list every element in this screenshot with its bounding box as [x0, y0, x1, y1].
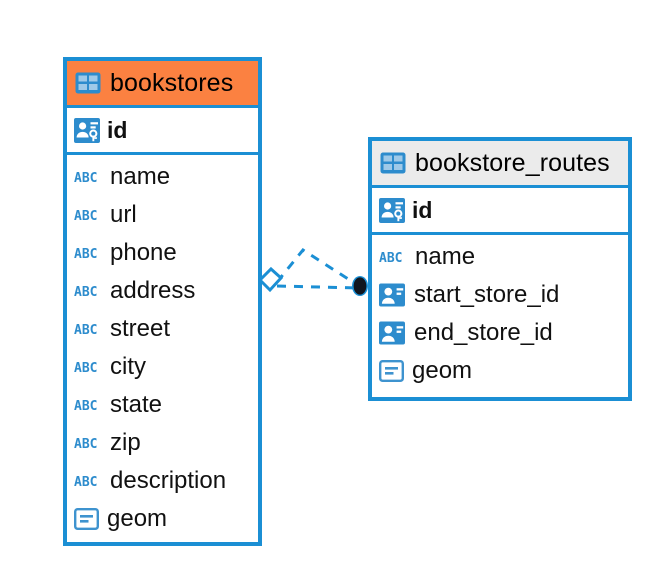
- field-label: name: [110, 163, 171, 190]
- field-row-geom[interactable]: geom: [67, 500, 258, 538]
- relationship-line-upper: [275, 248, 360, 288]
- field-row-name[interactable]: ABC name: [372, 238, 628, 276]
- field-label: geom: [107, 505, 168, 532]
- text-type-icon: ABC: [74, 397, 102, 414]
- primary-key-section: id: [67, 108, 258, 155]
- text-type-icon: ABC: [379, 249, 407, 266]
- text-type-icon: ABC: [74, 435, 102, 452]
- text-type-icon: ABC: [74, 359, 102, 376]
- filled-dot-marker: [352, 276, 368, 296]
- svg-text:ABC: ABC: [74, 361, 97, 375]
- svg-text:ABC: ABC: [74, 437, 97, 451]
- fields-section-bookstore-routes: ABC name start_store_id: [372, 235, 628, 390]
- text-type-icon: ABC: [74, 169, 102, 186]
- geometry-type-icon: [379, 360, 405, 383]
- svg-text:ABC: ABC: [74, 209, 97, 223]
- entity-title: bookstore_routes: [415, 148, 610, 177]
- entity-header-bookstore-routes[interactable]: bookstore_routes: [372, 141, 628, 188]
- field-row-geom[interactable]: geom: [372, 352, 628, 390]
- text-type-icon: ABC: [74, 207, 102, 224]
- field-label: description: [110, 467, 227, 494]
- svg-text:ABC: ABC: [379, 251, 402, 265]
- field-row-description[interactable]: ABC description: [67, 462, 258, 500]
- table-icon: [380, 152, 406, 174]
- field-label: zip: [110, 429, 141, 456]
- field-row-end-store-id[interactable]: end_store_id: [372, 314, 628, 352]
- svg-text:ABC: ABC: [74, 285, 97, 299]
- text-type-icon: ABC: [74, 283, 102, 300]
- field-row-url[interactable]: ABC url: [67, 196, 258, 234]
- field-label: city: [110, 353, 146, 380]
- primary-key-section: id: [372, 188, 628, 235]
- field-row-address[interactable]: ABC address: [67, 272, 258, 310]
- field-label: geom: [412, 357, 473, 384]
- field-label: end_store_id: [414, 319, 553, 346]
- foreign-key-icon: [379, 321, 406, 345]
- field-label: id: [412, 196, 433, 223]
- field-row-phone[interactable]: ABC phone: [67, 234, 258, 272]
- entity-bookstores[interactable]: bookstores id: [63, 57, 262, 546]
- field-row-state[interactable]: ABC state: [67, 386, 258, 424]
- field-row-start-store-id[interactable]: start_store_id: [372, 276, 628, 314]
- field-label: name: [415, 243, 476, 270]
- field-row-city[interactable]: ABC city: [67, 348, 258, 386]
- field-label: street: [110, 315, 171, 342]
- relationship-connector[interactable]: [255, 238, 380, 308]
- svg-text:ABC: ABC: [74, 475, 97, 489]
- text-type-icon: ABC: [74, 473, 102, 490]
- foreign-key-icon: [379, 283, 406, 307]
- svg-text:ABC: ABC: [74, 247, 97, 261]
- fields-section-bookstores: ABC name ABC url ABC p: [67, 155, 258, 538]
- field-label: id: [107, 116, 128, 143]
- diamond-marker: [257, 266, 284, 293]
- table-icon: [75, 72, 101, 94]
- field-row-id[interactable]: id: [67, 108, 258, 152]
- field-row-street[interactable]: ABC street: [67, 310, 258, 348]
- text-type-icon: ABC: [74, 321, 102, 338]
- svg-text:ABC: ABC: [74, 323, 97, 337]
- field-label: phone: [110, 239, 177, 266]
- field-label: address: [110, 277, 196, 304]
- entity-bookstore-routes[interactable]: bookstore_routes id: [368, 137, 632, 401]
- entity-header-bookstores[interactable]: bookstores: [67, 61, 258, 108]
- text-type-icon: ABC: [74, 245, 102, 262]
- geometry-type-icon: [74, 508, 100, 531]
- primary-key-icon: [379, 197, 406, 224]
- field-row-id[interactable]: id: [372, 188, 628, 232]
- field-label: state: [110, 391, 163, 418]
- field-row-name[interactable]: ABC name: [67, 158, 258, 196]
- field-row-zip[interactable]: ABC zip: [67, 424, 258, 462]
- primary-key-icon: [74, 117, 101, 144]
- svg-text:ABC: ABC: [74, 171, 97, 185]
- svg-text:ABC: ABC: [74, 399, 97, 413]
- entity-title: bookstores: [110, 68, 234, 97]
- relationship-line-lower: [276, 284, 360, 290]
- field-label: url: [110, 201, 137, 228]
- field-label: start_store_id: [414, 281, 560, 308]
